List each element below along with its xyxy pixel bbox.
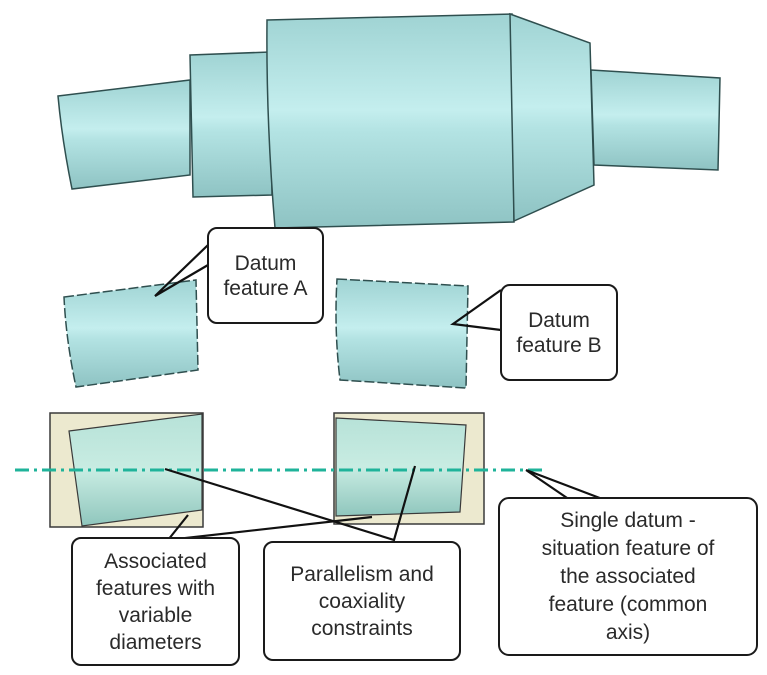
callout-parallelism-coaxiality: Parallelism and coaxiality constraints xyxy=(290,562,434,640)
callout-box-associated xyxy=(71,537,240,666)
shaft-right-end xyxy=(590,69,721,171)
leader-single-datum xyxy=(525,468,606,502)
callout-datum-a: Datum feature A xyxy=(223,251,308,300)
datum-feature-a-cylinder xyxy=(63,279,199,388)
full-shaft xyxy=(57,12,721,229)
callout-box-datum-b xyxy=(500,284,618,381)
callout-datum-b: Datum feature B xyxy=(516,308,602,357)
shaft-main-body xyxy=(266,13,515,229)
callout-box-datum-a xyxy=(207,227,324,324)
callout-associated-features: Associated features with variable diamet… xyxy=(95,549,216,654)
shaft-cone xyxy=(509,12,595,223)
callout-box-single-datum xyxy=(498,497,758,656)
associated-feature-b xyxy=(333,412,485,525)
datum-feature-b-cylinder xyxy=(335,278,469,389)
leader-associated xyxy=(167,514,373,542)
leader-lines xyxy=(154,244,606,542)
callout-single-datum: Single datum - situation feature of the … xyxy=(541,508,715,644)
shaft-step-1 xyxy=(189,51,273,198)
leader-constraints xyxy=(164,465,417,542)
callout-box-constraints xyxy=(263,541,461,661)
shaft-left-end xyxy=(57,79,191,190)
leader-datum-a xyxy=(154,244,209,297)
leader-datum-b xyxy=(450,289,502,332)
